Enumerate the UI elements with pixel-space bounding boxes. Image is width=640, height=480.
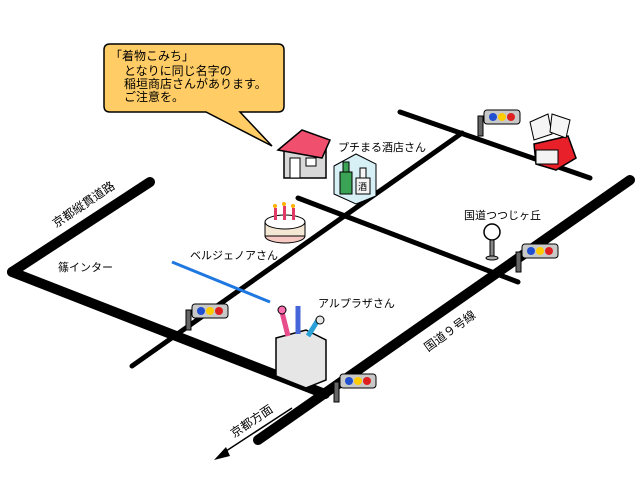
stationery-label: アルプラザさん xyxy=(318,297,395,310)
cake-shop-label: ベルジェノアさん xyxy=(190,249,278,262)
callout-bubble xyxy=(103,43,285,147)
shop-store-icon xyxy=(529,113,577,171)
cake-icon xyxy=(264,202,306,244)
kyoto-direction-arrow-icon xyxy=(214,407,293,460)
callout-text: 「着物こみち」 となりに同じ名字の 稲垣商店さんがあります。 ご注意を。 xyxy=(110,50,267,104)
traffic-light-icon xyxy=(185,303,229,331)
expressway-road xyxy=(7,177,155,277)
callout-line: となりに同じ名字の xyxy=(124,64,232,78)
callout-line: 稲垣商店さんがあります。 xyxy=(124,77,267,91)
road-cross xyxy=(295,195,521,285)
interchange-road xyxy=(7,267,330,399)
liquor-store-label: プチまる酒店さん xyxy=(338,141,426,154)
bus-stop-sign-icon xyxy=(483,223,501,261)
national-route-9 xyxy=(253,175,635,445)
tsutsujigaoka-label: 国道つつじヶ丘 xyxy=(464,209,541,222)
liquor-bottles-icon xyxy=(333,153,377,205)
liquor-bottle-label: 酒 xyxy=(358,182,367,193)
traffic-light-icon xyxy=(477,109,521,137)
pencil-holder-icon xyxy=(275,305,327,389)
callout-title: 「着物こみち」 xyxy=(110,49,195,63)
interchange-label: 篠インター xyxy=(58,261,113,274)
traffic-light-icon xyxy=(333,373,377,403)
traffic-light-icon xyxy=(515,243,559,273)
blue-path xyxy=(171,260,271,304)
house-icon xyxy=(276,129,332,179)
callout-line: ご注意を。 xyxy=(124,90,185,104)
